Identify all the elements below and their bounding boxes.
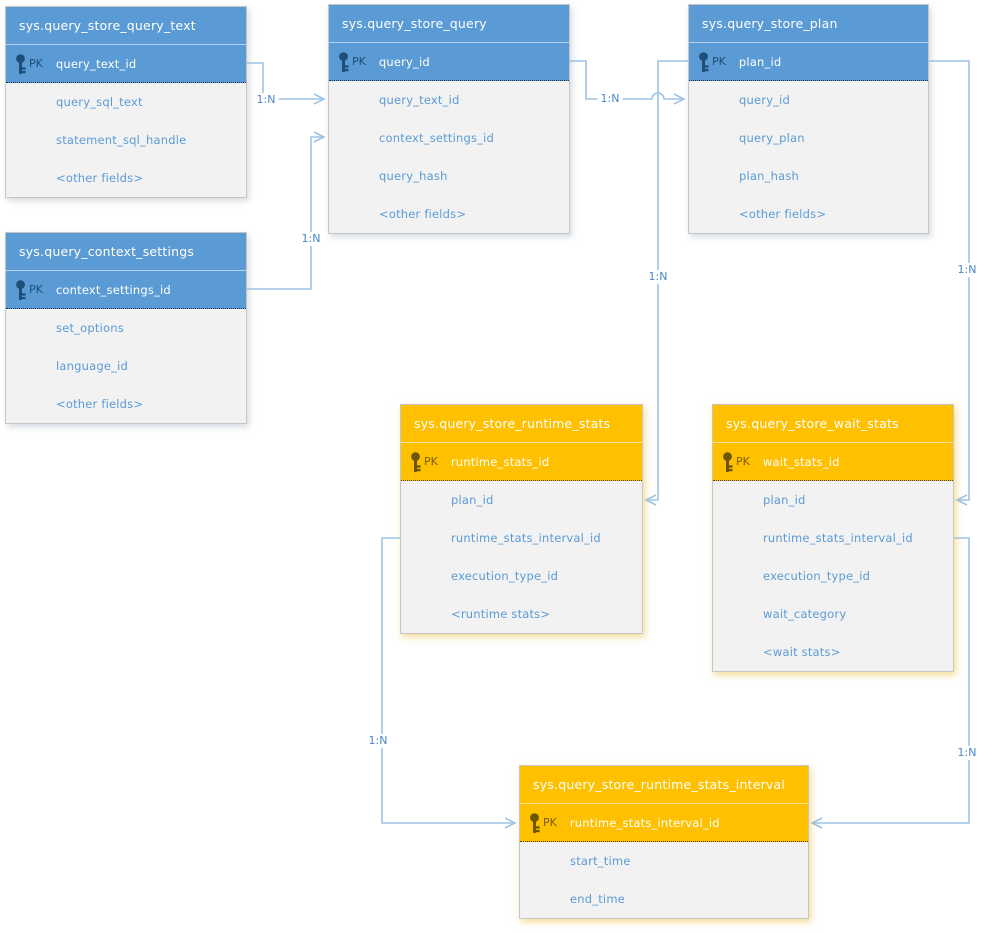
connector-plan-to-wait-stats	[927, 60, 970, 500]
pk-row: PK query_id	[329, 43, 569, 81]
pk-row: PK plan_id	[689, 43, 928, 81]
connector-query-text-to-query	[245, 62, 324, 99]
field-row: query_sql_text	[56, 95, 143, 109]
pk-badge: PK	[352, 55, 366, 68]
key-icon	[14, 53, 28, 74]
pk-field-name: query_text_id	[55, 56, 137, 71]
pk-badge: PK	[424, 455, 438, 468]
entity-title: sys.query_store_wait_stats	[713, 405, 953, 443]
relationship-label-query-text-to-query: 1:N	[253, 93, 279, 107]
key-icon	[697, 51, 711, 72]
field-row: start_time	[570, 854, 631, 868]
entity-field-list: plan_id runtime_stats_interval_id execut…	[401, 481, 642, 633]
field-row: execution_type_id	[451, 569, 559, 583]
relationship-label-runtime-stats-to-interval: 1:N	[365, 734, 391, 748]
pk-row: PK context_settings_id	[6, 271, 246, 309]
relationship-label-query-to-plan: 1:N	[597, 92, 623, 106]
pk-badge: PK	[736, 455, 750, 468]
key-icon	[721, 451, 735, 472]
field-row: context_settings_id	[379, 131, 494, 145]
field-row: query_id	[739, 93, 791, 107]
entity-query-context-settings[interactable]: sys.query_context_settings PK context_se…	[5, 232, 247, 424]
field-row: query_plan	[739, 131, 805, 145]
connector-context-settings-to-query	[245, 137, 324, 290]
field-row: query_hash	[379, 169, 448, 183]
pk-field-name: wait_stats_id	[762, 454, 840, 469]
field-row: query_text_id	[379, 93, 460, 107]
key-icon	[528, 812, 542, 833]
field-row: <other fields>	[56, 171, 144, 185]
connector-runtime-stats-to-interval	[381, 537, 515, 823]
entity-query-store-runtime-stats-interval[interactable]: sys.query_store_runtime_stats_interval P…	[519, 765, 809, 919]
field-row: end_time	[570, 892, 625, 906]
key-icon	[337, 51, 351, 72]
field-row: runtime_stats_interval_id	[451, 531, 601, 545]
pk-row: PK query_text_id	[6, 45, 246, 83]
relationship-label-plan-to-wait-stats: 1:N	[954, 263, 980, 277]
entity-field-list: plan_id runtime_stats_interval_id execut…	[713, 481, 953, 671]
field-row: <other fields>	[739, 207, 827, 221]
entity-query-store-plan[interactable]: sys.query_store_plan PK plan_id query_id…	[688, 4, 929, 234]
key-icon	[409, 451, 423, 472]
pk-field-name: runtime_stats_id	[450, 454, 550, 469]
key-icon	[14, 279, 28, 300]
pk-field-name: plan_id	[738, 54, 782, 69]
connector-query-to-plan	[568, 60, 684, 99]
field-row: runtime_stats_interval_id	[763, 531, 913, 545]
entity-title: sys.query_store_query	[329, 5, 569, 43]
relationship-label-wait-stats-to-interval: 1:N	[954, 746, 980, 760]
field-row: <wait stats>	[763, 645, 841, 659]
pk-badge: PK	[29, 283, 43, 296]
field-row: language_id	[56, 359, 128, 373]
field-row: plan_id	[451, 493, 494, 507]
pk-field-name: context_settings_id	[55, 282, 171, 297]
entity-title: sys.query_store_query_text	[6, 7, 246, 45]
pk-row: PK wait_stats_id	[713, 443, 953, 481]
entity-title: sys.query_store_plan	[689, 5, 928, 43]
relationship-label-plan-to-runtime-stats: 1:N	[645, 270, 671, 284]
entity-title: sys.query_store_runtime_stats_interval	[520, 766, 808, 804]
pk-badge: PK	[712, 55, 726, 68]
field-row: plan_id	[763, 493, 806, 507]
entity-field-list: set_options language_id <other fields>	[6, 309, 246, 423]
entity-field-list: query_sql_text statement_sql_handle <oth…	[6, 83, 246, 197]
entity-title: sys.query_store_runtime_stats	[401, 405, 642, 443]
pk-badge: PK	[543, 816, 557, 829]
entity-field-list: start_time end_time	[520, 842, 808, 918]
field-row: set_options	[56, 321, 124, 335]
entity-query-store-query-text[interactable]: sys.query_store_query_text PK query_text…	[5, 6, 247, 198]
entity-query-store-runtime-stats[interactable]: sys.query_store_runtime_stats PK runtime…	[400, 404, 643, 634]
field-row: statement_sql_handle	[56, 133, 187, 147]
relationship-label-context-settings-to-query: 1:N	[298, 232, 324, 246]
field-row: execution_type_id	[763, 569, 871, 583]
pk-field-name: runtime_stats_interval_id	[569, 815, 720, 830]
field-row: <runtime stats>	[451, 607, 551, 621]
pk-row: PK runtime_stats_interval_id	[520, 804, 808, 842]
pk-row: PK runtime_stats_id	[401, 443, 642, 481]
field-row: wait_category	[763, 607, 847, 621]
entity-query-store-query[interactable]: sys.query_store_query PK query_id query_…	[328, 4, 570, 234]
field-row: <other fields>	[56, 397, 144, 411]
field-row: <other fields>	[379, 207, 467, 221]
field-row: plan_hash	[739, 169, 799, 183]
entity-query-store-wait-stats[interactable]: sys.query_store_wait_stats PK wait_stats…	[712, 404, 954, 672]
pk-badge: PK	[29, 57, 43, 70]
entity-title: sys.query_context_settings	[6, 233, 246, 271]
entity-field-list: query_text_id context_settings_id query_…	[329, 81, 569, 233]
connector-wait-stats-to-interval	[812, 537, 970, 823]
pk-field-name: query_id	[378, 54, 430, 69]
entity-field-list: query_id query_plan plan_hash <other fie…	[689, 81, 928, 233]
